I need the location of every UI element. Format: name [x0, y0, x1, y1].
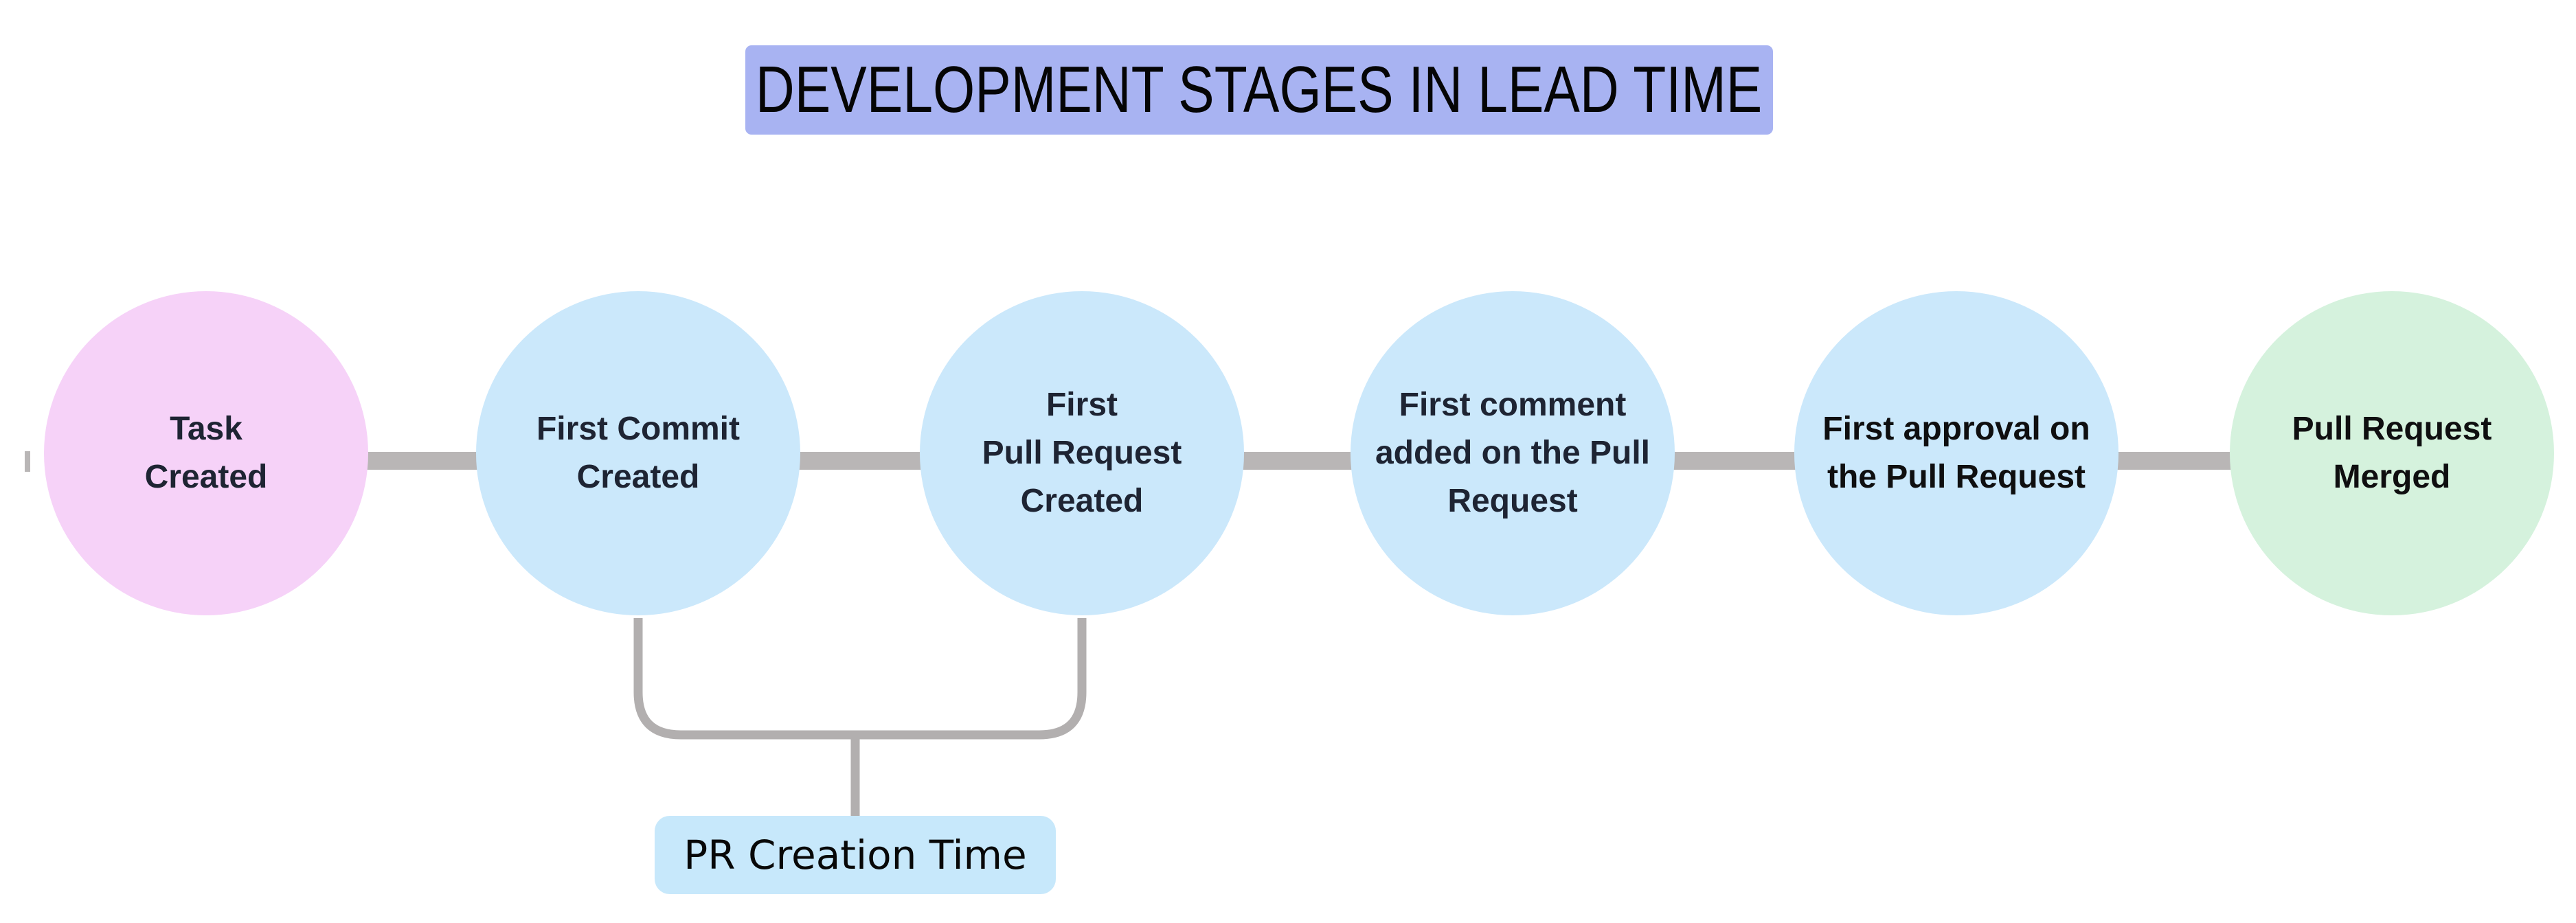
- stage-label-line: First: [1046, 387, 1118, 423]
- stage-label-line: Pull Request: [2292, 411, 2492, 447]
- stage-circle-first-approval: First approval on the Pull Request: [1794, 291, 2119, 615]
- stage-circle-task-created: Task Created: [44, 291, 368, 615]
- stage-circle-pull-request-merged: Pull Request Merged: [2230, 291, 2554, 615]
- stage-label-line: Created: [144, 459, 268, 495]
- stage-label-line: Created: [1020, 483, 1144, 519]
- stage-label-line: Merged: [2333, 459, 2451, 495]
- stage-label-line: Pull Request: [982, 435, 1182, 471]
- diagram-title-banner: DEVELOPMENT STAGES IN LEAD TIME: [745, 45, 1773, 135]
- left-edge-connector-stub: [25, 451, 30, 472]
- stage-circle-first-pull-request-created: First Pull Request Created: [920, 291, 1244, 615]
- diagram-title: DEVELOPMENT STAGES IN LEAD TIME: [756, 53, 1763, 126]
- stage-label-line: the Pull Request: [1827, 459, 2086, 495]
- stage-label-line: First comment: [1399, 387, 1627, 423]
- stage-circle-first-commit-created: First Commit Created: [476, 291, 800, 615]
- pr-creation-time-text: PR Creation Time: [683, 832, 1027, 878]
- pr-creation-time-label: PR Creation Time: [655, 816, 1056, 894]
- stage-circle-first-comment-added: First comment added on the Pull Request: [1351, 291, 1675, 615]
- stage-label-line: Request: [1447, 483, 1578, 519]
- stage-label-line: Created: [576, 459, 700, 495]
- bracket-curve: [633, 618, 1087, 740]
- stage-label-line: First Commit: [536, 411, 740, 447]
- stage-label-line: Task: [170, 411, 242, 447]
- stage-label-line: First approval on: [1822, 411, 2090, 447]
- stage-label-line: added on the Pull: [1375, 435, 1650, 471]
